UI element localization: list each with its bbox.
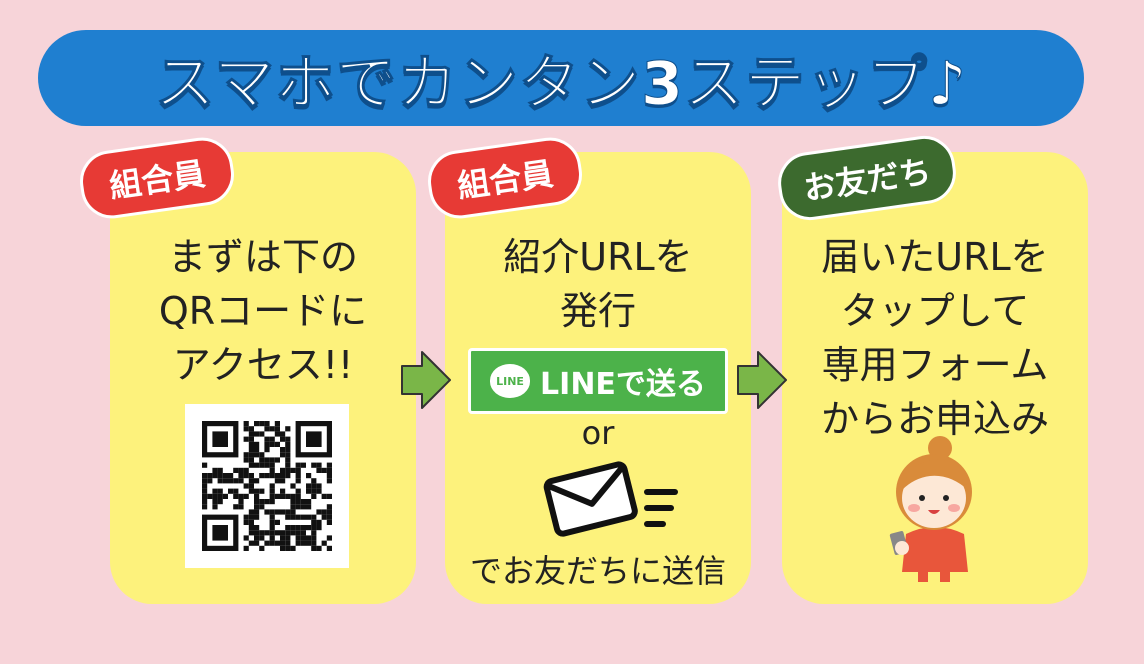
step-1-line: まずは下の bbox=[167, 235, 358, 279]
qr-code[interactable] bbox=[185, 404, 349, 568]
line-send-button[interactable]: LINE LINEで送る bbox=[468, 348, 728, 414]
step-card-1: まずは下の QRコードに アクセス!! bbox=[110, 152, 416, 604]
girl-with-phone-illustration bbox=[889, 436, 972, 582]
or-label: or bbox=[581, 414, 615, 452]
qr-code-icon bbox=[202, 421, 332, 551]
step-1-line: QRコードに bbox=[158, 289, 368, 333]
step-2-line: 紹介URLを bbox=[503, 235, 693, 279]
step-1-line: アクセス!! bbox=[172, 343, 354, 387]
send-to-friend-label: でお友だちに送信 bbox=[469, 552, 726, 590]
step-2-text: 紹介URLを 発行 bbox=[445, 230, 751, 338]
step-card-3: 届いたURLを タップして 専用フォーム からお申込み bbox=[782, 152, 1088, 604]
step-3-line: 専用フォーム bbox=[821, 343, 1049, 387]
mail-icon[interactable] bbox=[543, 458, 679, 542]
banner-title: スマホでカンタン3ステップ♪ bbox=[154, 48, 968, 119]
line-send-label: LINEで送る bbox=[540, 367, 706, 402]
step-2-line: 発行 bbox=[559, 289, 636, 333]
title-banner: スマホでカンタン3ステップ♪ bbox=[38, 30, 1084, 126]
step-3-text: 届いたURLを タップして 専用フォーム からお申込み bbox=[782, 230, 1088, 446]
step-1-text: まずは下の QRコードに アクセス!! bbox=[110, 230, 416, 392]
step-3-line: タップして bbox=[840, 289, 1030, 333]
arrow-right-icon bbox=[401, 351, 451, 409]
step-3-line: 届いたURLを bbox=[821, 235, 1049, 279]
step-card-2: 紹介URLを 発行 LINE LINEで送る or でお友だちに送信 bbox=[445, 152, 751, 604]
arrow-right-icon bbox=[737, 351, 787, 409]
step-3-line: からお申込み bbox=[820, 397, 1049, 441]
line-logo-icon: LINE bbox=[490, 364, 531, 398]
